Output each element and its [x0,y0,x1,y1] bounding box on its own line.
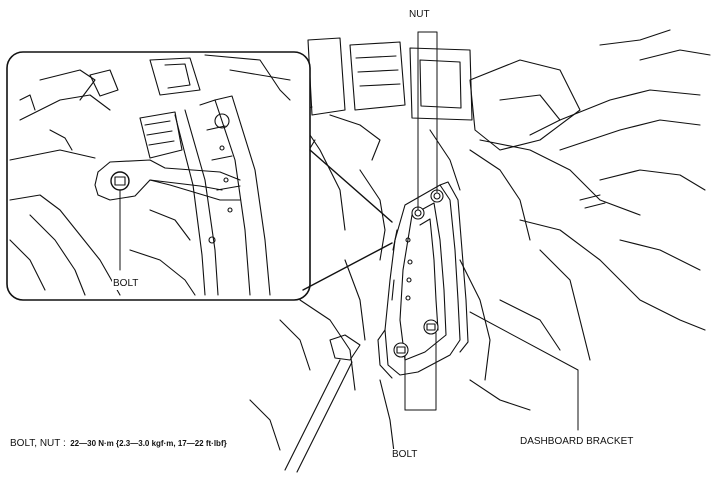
bolt-head-icon [110,171,130,191]
bolt-head-icon [423,319,439,335]
detail-inset [6,51,393,301]
leader-lines [119,31,579,431]
torque-spec: BOLT, NUT : 22—30 N·m {2.3—3.0 kgf·m, 17… [10,435,227,451]
inset-bolt-label: BOLT [112,278,140,290]
torque-spec-value: 22—30 N·m {2.3—3.0 kgf·m, 17—22 ft·lbf} [70,439,227,448]
dashboard-structure [249,29,711,473]
dashboard-bracket-label: DASHBOARD BRACKET [519,436,635,448]
bolt-head-icon [393,342,409,358]
nut-label: NUT [408,9,431,21]
bolt-label: BOLT [391,449,419,461]
torque-spec-fasteners: BOLT, NUT : [10,438,66,449]
dashboard-bracket-shape [377,181,469,379]
